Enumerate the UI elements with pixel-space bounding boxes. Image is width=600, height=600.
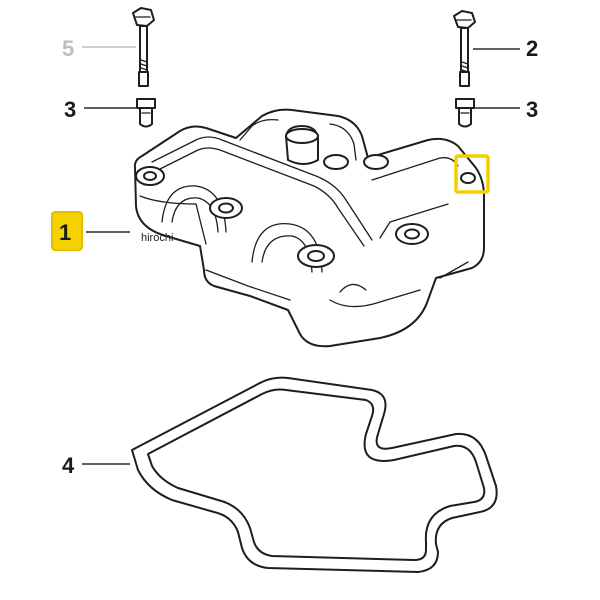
- grommet-right: [455, 98, 475, 128]
- gasket: [131, 376, 498, 573]
- watermark-text: hirochi: [141, 232, 173, 244]
- bolt-boss-front-right: [297, 244, 335, 268]
- callout-label-3-left: 3: [64, 97, 76, 122]
- callout-label-2: 2: [526, 36, 538, 61]
- bolt-boss-right: [395, 223, 429, 245]
- callout-label-4: 4: [62, 453, 75, 478]
- callout-label-1: 1: [59, 220, 71, 245]
- bolt-left: [132, 7, 155, 87]
- bolt-boss-mid-left: [209, 197, 243, 219]
- highlight-mount-hole: [454, 154, 490, 194]
- callout-label-3-right: 3: [526, 97, 538, 122]
- callout-1-highlight: 1: [51, 211, 83, 251]
- grommet-left: [136, 98, 156, 128]
- bolt-right: [453, 10, 476, 87]
- callout-label-5: 5: [62, 36, 74, 61]
- valve-cover: [133, 108, 485, 348]
- bolt-boss-front-left: [135, 166, 165, 186]
